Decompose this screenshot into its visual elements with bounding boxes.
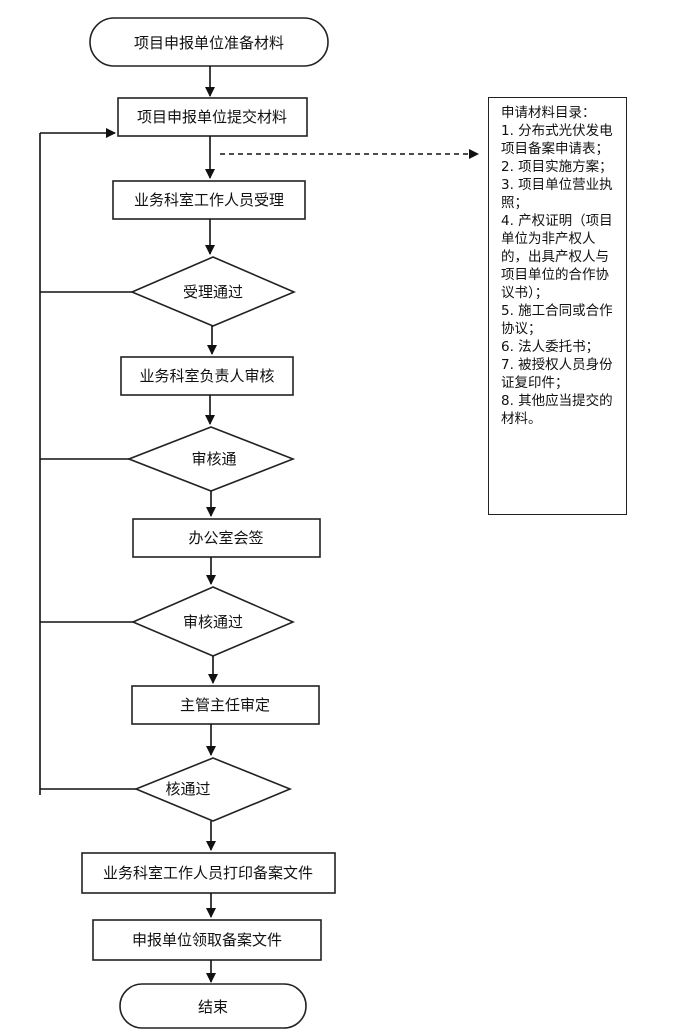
start-label: 项目申报单位准备材料: [134, 34, 284, 52]
materials-item: 4. 产权证明（项目单位为非产权人的，出具产权人与项目单位的合作协议书）；: [501, 213, 613, 301]
end-label: 结束: [198, 998, 228, 1016]
decision-accept: 受理通过: [129, 256, 297, 327]
director-approve-process: 主管主任审定: [131, 685, 320, 725]
materials-item: 7. 被授权人员身份证复印件；: [501, 357, 613, 391]
decision-review-2-label: 审核通过: [183, 613, 243, 631]
materials-item: 6. 法人委托书；: [501, 339, 600, 355]
print-files-process: 业务科室工作人员打印备案文件: [81, 852, 336, 894]
office-sign-label: 办公室会签: [188, 529, 263, 547]
materials-item: 2. 项目实施方案；: [501, 159, 613, 175]
accept-staff-label: 业务科室工作人员受理: [134, 191, 284, 209]
collect-files-process: 申报单位领取备案文件: [92, 919, 322, 961]
decision-review-2: 审核通过: [130, 586, 296, 657]
office-sign-process: 办公室会签: [132, 518, 321, 558]
end-terminator: 结束: [119, 983, 307, 1029]
decision-final: 核通过: [133, 757, 293, 822]
submit-label: 项目申报单位提交材料: [137, 108, 287, 126]
decision-accept-label: 受理通过: [183, 283, 243, 301]
head-review-label: 业务科室负责人审核: [139, 367, 274, 385]
print-files-label: 业务科室工作人员打印备案文件: [103, 864, 313, 882]
director-approve-label: 主管主任审定: [180, 696, 270, 714]
start-terminator: 项目申报单位准备材料: [89, 17, 329, 67]
materials-list: 1. 分布式光伏发电项目备案申请表； 2. 项目实施方案； 3. 项目单位营业执…: [501, 122, 620, 428]
materials-item: 1. 分布式光伏发电项目备案申请表；: [501, 123, 613, 157]
materials-item: 8. 其他应当提交的材料。: [501, 393, 613, 427]
collect-files-label: 申报单位领取备案文件: [132, 931, 282, 949]
decision-review: 审核通: [126, 426, 296, 492]
materials-list-box: 申请材料目录： 1. 分布式光伏发电项目备案申请表； 2. 项目实施方案； 3.…: [488, 97, 627, 515]
materials-item: 5. 施工合同或合作协议；: [501, 303, 613, 337]
submit-process: 项目申报单位提交材料: [117, 97, 308, 137]
head-review-process: 业务科室负责人审核: [120, 356, 294, 396]
decision-review-label: 审核通: [191, 450, 236, 468]
decision-final-label: 核通过: [165, 780, 210, 798]
materials-item: 3. 项目单位营业执照；: [501, 177, 613, 211]
materials-title: 申请材料目录：: [501, 105, 596, 121]
accept-staff-process: 业务科室工作人员受理: [112, 180, 306, 220]
